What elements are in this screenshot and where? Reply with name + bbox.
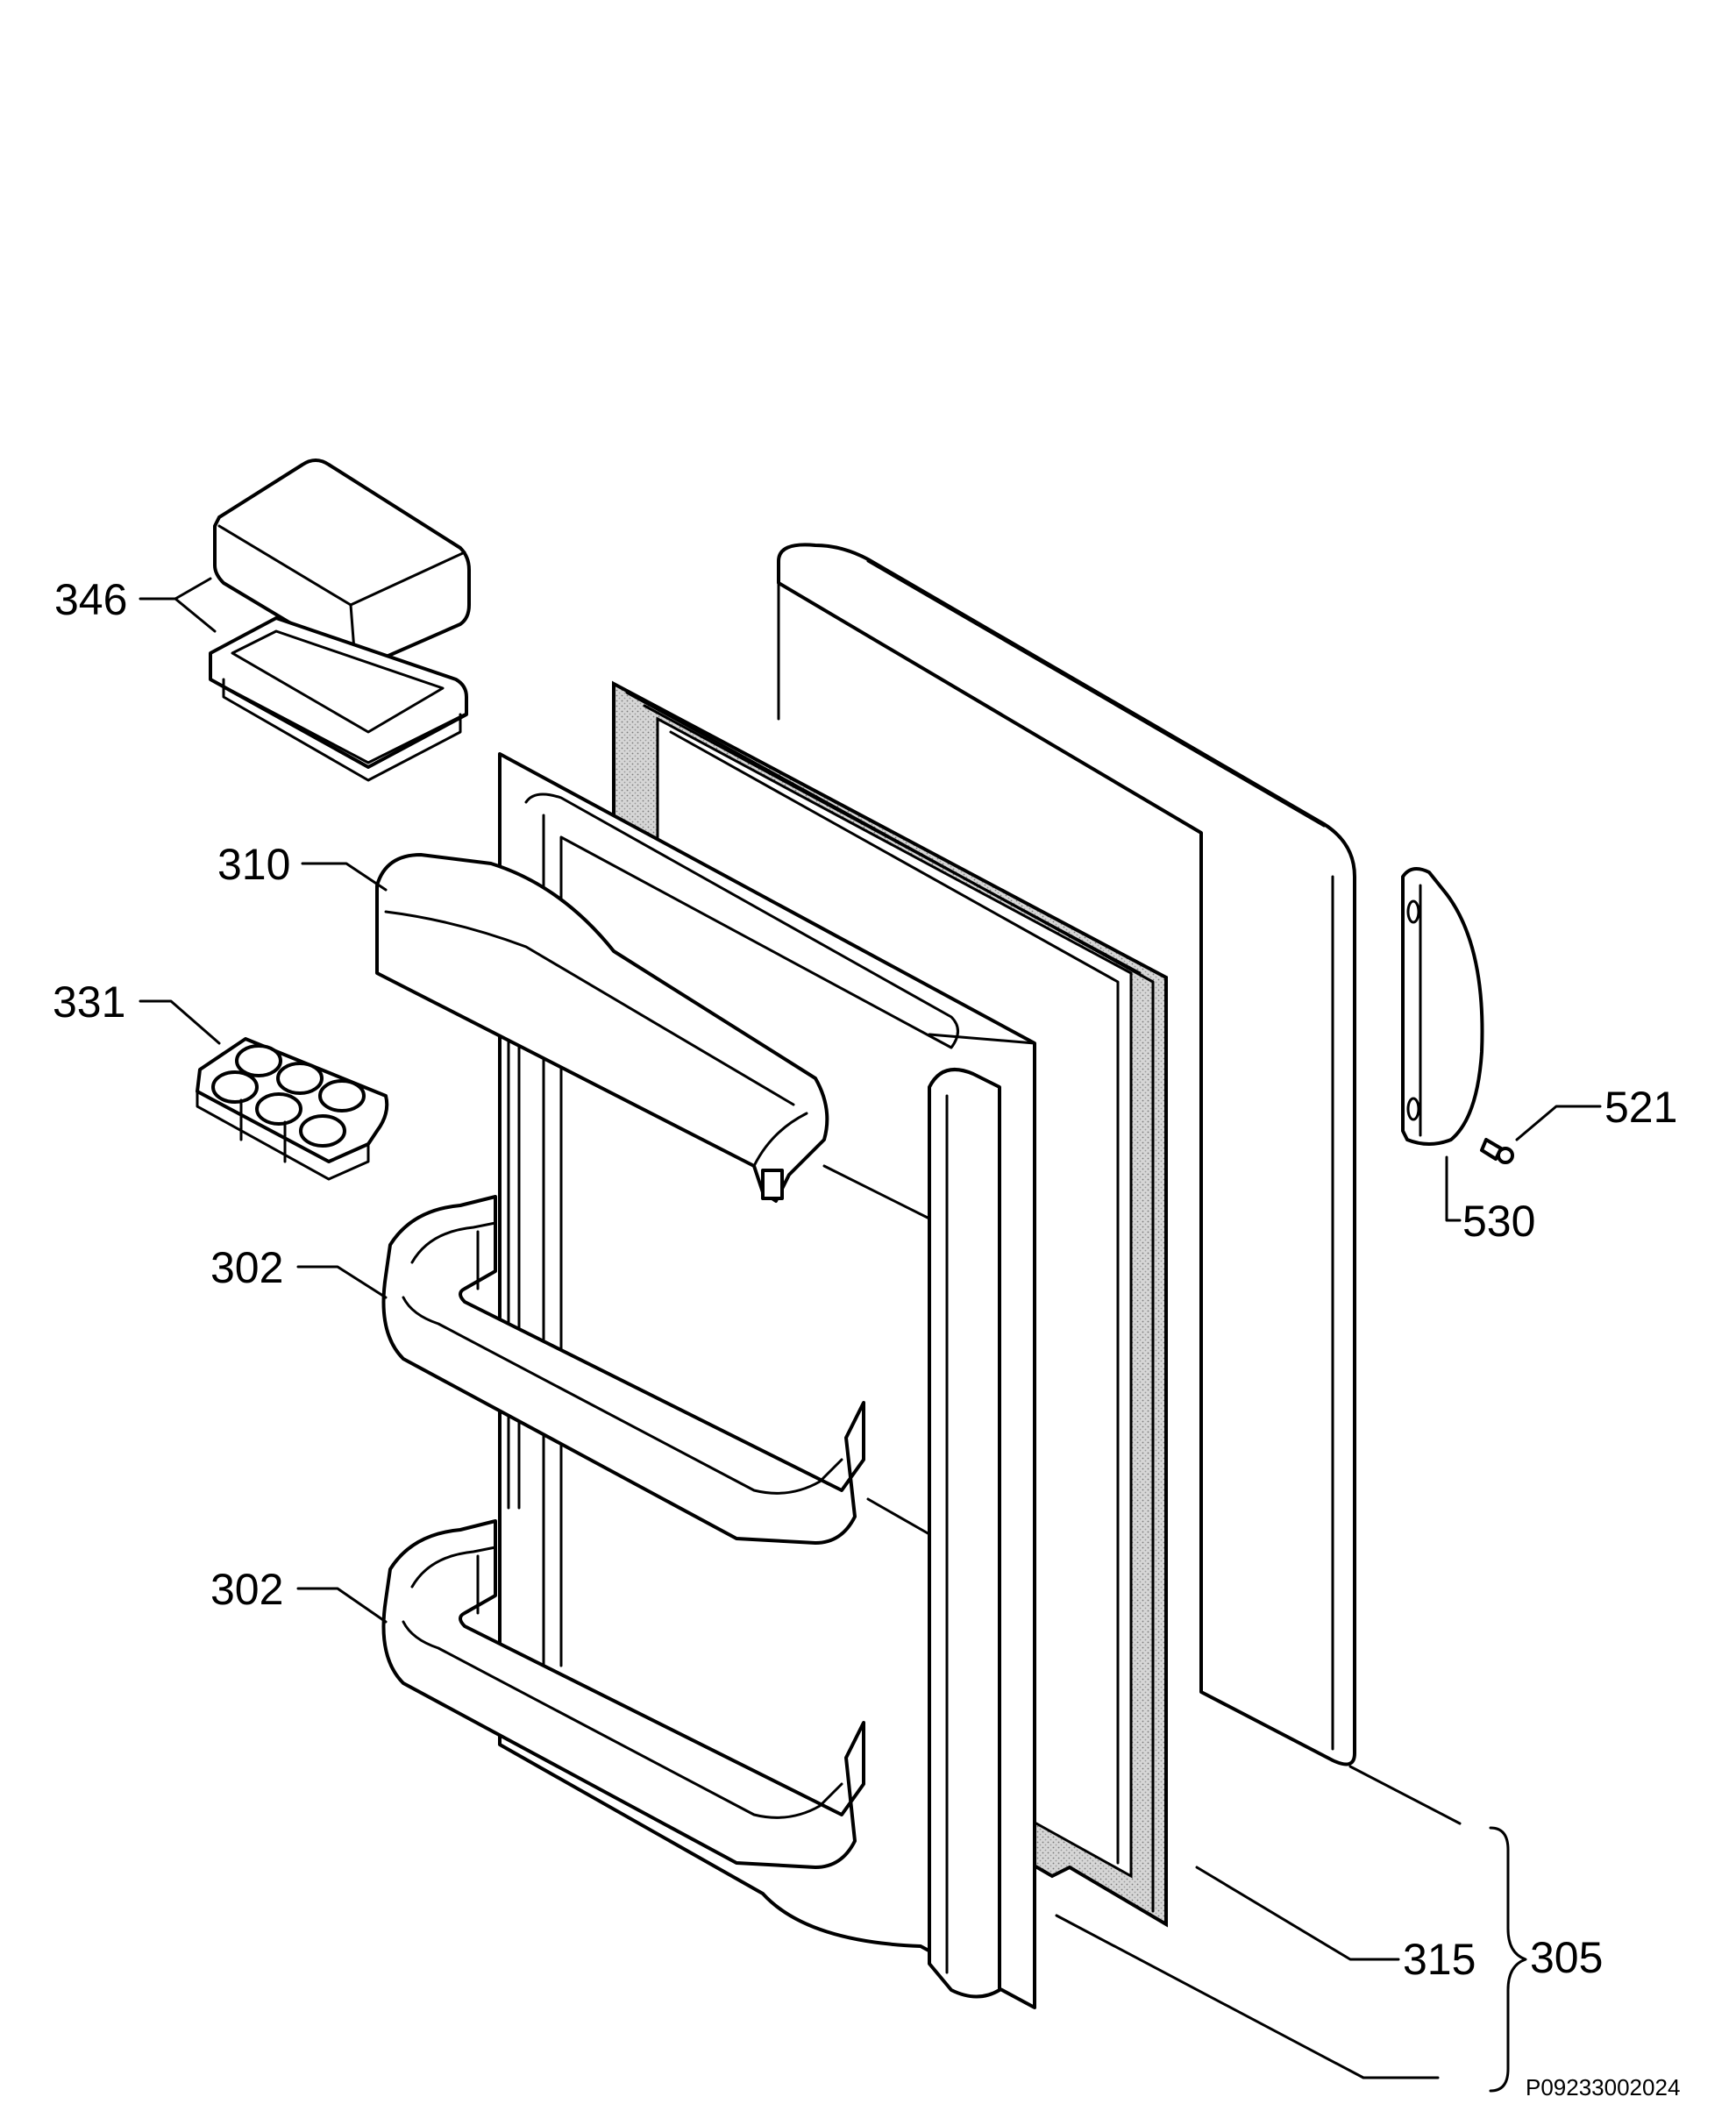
- label-302-upper: 302: [210, 1243, 283, 1292]
- leader-lines: [139, 577, 1602, 2093]
- label-331: 331: [53, 977, 125, 1027]
- outer-door-panel: [777, 543, 1356, 1766]
- door-shelf-302-upper: [381, 1195, 865, 1545]
- door-shelf-302-lower: [381, 1519, 865, 1869]
- screw-521: [1480, 1138, 1514, 1164]
- label-346: 346: [54, 575, 127, 624]
- label-305: 305: [1530, 1933, 1603, 1982]
- label-530: 530: [1462, 1197, 1535, 1246]
- label-315: 315: [1403, 1935, 1476, 1984]
- label-302-lower: 302: [210, 1565, 283, 1614]
- door-handle-530: [1401, 867, 1484, 1146]
- egg-tray-331: [196, 1037, 389, 1181]
- drawing-code: P09233002024: [1526, 2074, 1680, 2100]
- label-310: 310: [217, 840, 290, 889]
- butter-dish-346: [209, 458, 471, 782]
- dairy-flap-310: [375, 853, 829, 1203]
- label-521: 521: [1604, 1083, 1677, 1132]
